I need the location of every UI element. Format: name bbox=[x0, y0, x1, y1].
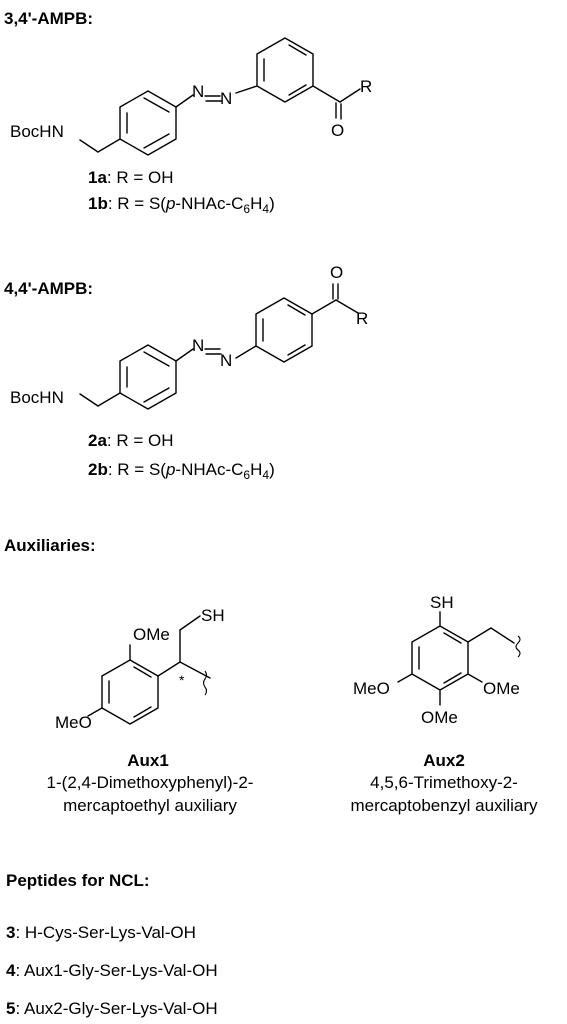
ampb34-header: 3,4'-AMPB: bbox=[4, 9, 93, 28]
ampb34-left-ring bbox=[119, 90, 177, 156]
aux1-desc-line1: 1-(2,4-Dimethoxyphenyl)-2- bbox=[47, 773, 254, 792]
ampb34-structure bbox=[79, 37, 361, 156]
ampb34-bochn-label: BocHN bbox=[10, 122, 64, 141]
aux1-meo-label: MeO bbox=[55, 713, 92, 732]
ampb44-n2-label: N bbox=[220, 351, 232, 370]
auxiliaries-header: Auxiliaries: bbox=[4, 536, 96, 555]
ampb34-o-label: O bbox=[331, 121, 344, 140]
aux2-meo-label: MeO bbox=[353, 679, 390, 698]
aux2-desc-line2: mercaptobenzyl auxiliary bbox=[350, 796, 538, 815]
compound-1b-label: 1b: R = S(p-NHAc-C6H4) bbox=[88, 194, 275, 216]
ampb44-right-ring bbox=[255, 297, 313, 363]
ampb44-o-label: O bbox=[330, 263, 343, 282]
ampb44-header: 4,4'-AMPB: bbox=[4, 279, 93, 298]
peptide-5: 5: Aux2-Gly-Ser-Lys-Val-OH bbox=[6, 999, 218, 1018]
peptide-4: 4: Aux1-Gly-Ser-Lys-Val-OH bbox=[6, 961, 218, 980]
aux1-ome-label: OMe bbox=[133, 625, 170, 644]
aux1-desc-line2: mercaptoethyl auxiliary bbox=[63, 796, 237, 815]
aux2-structure bbox=[397, 611, 521, 706]
ampb44-r-label: R bbox=[356, 309, 368, 328]
aux1-ring bbox=[101, 659, 159, 725]
aux1-sh-label: SH bbox=[201, 606, 225, 625]
ampb34-r-label: R bbox=[360, 77, 372, 96]
ampb44-n1-label: N bbox=[192, 336, 204, 355]
aux1-name: Aux1 bbox=[127, 751, 169, 770]
ampb44-left-ring bbox=[119, 344, 177, 410]
aux2-ome-right-label: OMe bbox=[483, 679, 520, 698]
aux2-ring bbox=[411, 625, 469, 691]
ampb34-n1-label: N bbox=[192, 82, 204, 101]
aux2-name: Aux2 bbox=[423, 751, 465, 770]
ampb34-right-ring bbox=[256, 37, 314, 103]
aux2-ome-bottom-label: OMe bbox=[421, 708, 458, 727]
peptide-3: 3: H-Cys-Ser-Lys-Val-OH bbox=[6, 923, 196, 942]
aux2-sh-label: SH bbox=[430, 593, 454, 612]
ampb34-n2-label: N bbox=[220, 89, 232, 108]
ampb44-bochn-label: BocHN bbox=[10, 388, 64, 407]
aux1-stereo-star: * bbox=[179, 672, 185, 688]
aux2-desc-line1: 4,5,6-Trimethoxy-2- bbox=[370, 773, 518, 792]
compound-2a-label: 2a: R = OH bbox=[88, 431, 174, 450]
compound-2b-label: 2b: R = S(p-NHAc-C6H4) bbox=[88, 460, 275, 482]
ampb44-structure bbox=[79, 283, 359, 410]
compound-1a-label: 1a: R = OH bbox=[88, 168, 174, 187]
peptides-header: Peptides for NCL: bbox=[6, 871, 150, 890]
aux1-structure bbox=[87, 615, 211, 725]
